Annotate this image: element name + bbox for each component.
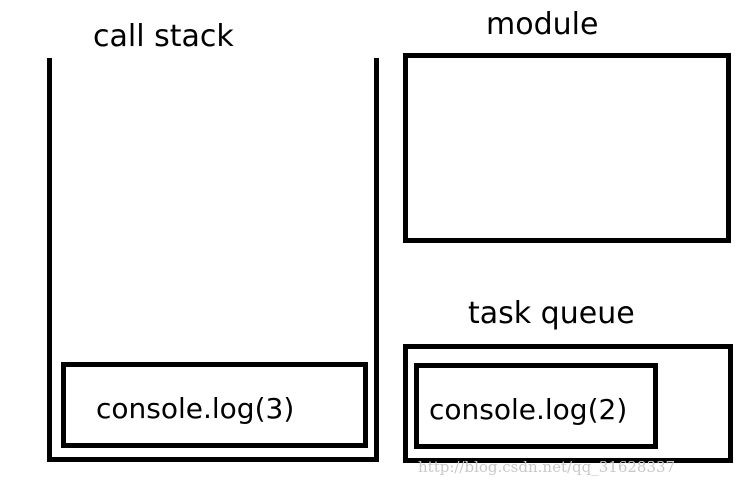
task-queue-label: task queue [468, 296, 635, 331]
call-stack-label: call stack [93, 19, 234, 54]
watermark: http://blog.csdn.net/qq_31628337 [418, 458, 676, 476]
module-box [403, 53, 731, 243]
call-stack-item-text: console.log(3) [96, 392, 295, 425]
call-stack-item [61, 362, 368, 448]
task-queue-box [403, 344, 733, 463]
task-queue-item-text: console.log(2) [429, 393, 628, 426]
module-label: module [486, 7, 599, 42]
task-queue-item [414, 363, 658, 449]
call-stack-container [47, 58, 379, 462]
